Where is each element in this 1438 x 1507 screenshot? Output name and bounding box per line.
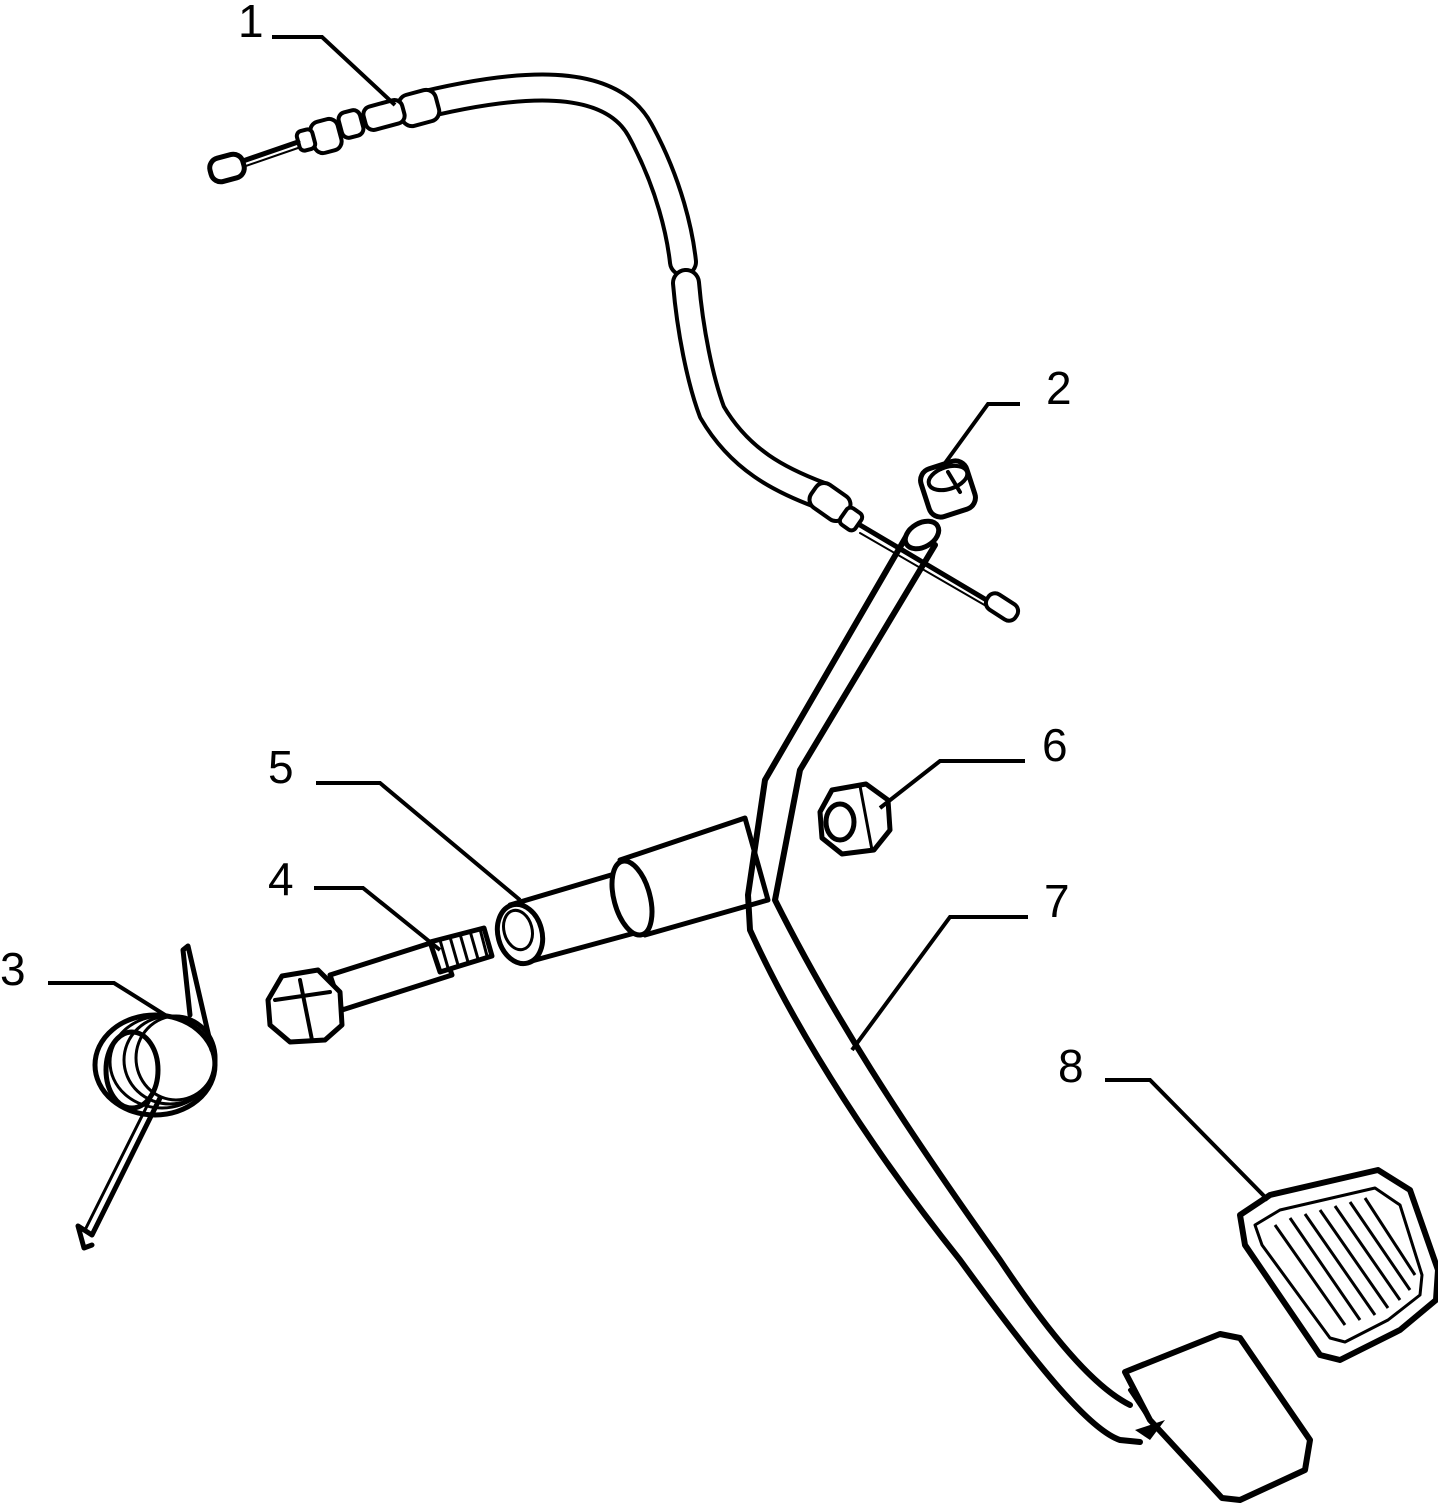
part-7-pedal-lever [609,518,1313,1503]
callout-1: 1 [238,0,264,47]
leader-2 [938,402,1020,472]
callout-5: 5 [268,741,294,793]
leader-8 [1105,1078,1270,1202]
callout-3: 3 [0,943,26,995]
part-2-cable-stop [918,458,978,520]
callout-labels: 1 2 3 4 5 6 7 8 [0,0,1084,1092]
part-3-torsion-spring [75,943,218,1251]
leader-lines [48,35,1270,1202]
part-6-nut [817,781,893,857]
callout-4: 4 [268,853,294,905]
leader-7 [850,915,1028,1052]
leader-3 [48,981,167,1017]
part-8-pedal-pad [1237,1167,1438,1363]
leader-5 [316,781,522,902]
leader-1 [272,35,397,107]
callout-6: 6 [1042,719,1068,771]
part-1-cable [207,72,1021,623]
callout-8: 8 [1058,1040,1084,1092]
callout-7: 7 [1044,875,1070,927]
leader-4 [314,886,442,952]
part-4-bolt [265,925,495,1045]
callout-2: 2 [1046,362,1072,414]
leader-6 [878,759,1025,810]
